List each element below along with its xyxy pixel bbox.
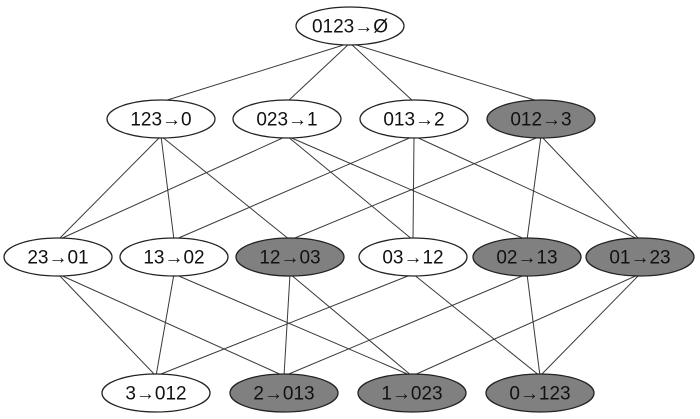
- node-label: 0→123: [509, 384, 570, 405]
- edge-n23_01-n3_012: [57, 273, 157, 377]
- node-ellipse: [3, 237, 113, 277]
- edge-n0123_empty-n123_0: [160, 42, 351, 103]
- edge-n123_0-n13_02: [160, 135, 175, 241]
- node-n03_12: 03→12: [358, 237, 468, 277]
- node-label: 3→012: [125, 384, 186, 405]
- edge-n0123_empty-n013_2: [349, 42, 415, 103]
- edge-n013_2-n13_02: [173, 135, 415, 241]
- node-ellipse: [358, 237, 468, 277]
- node-ellipse: [101, 373, 211, 413]
- edge-n02_13-n2_013: [283, 273, 528, 377]
- node-ellipse: [359, 99, 469, 139]
- node-label: 123→0: [130, 110, 191, 131]
- node-label: 01→23: [609, 248, 670, 269]
- node-label: 0123→Ø: [312, 17, 388, 38]
- node-ellipse: [485, 373, 595, 413]
- node-label: 2→013: [253, 384, 314, 405]
- edge-n023_1-n03_12: [286, 135, 414, 241]
- node-ellipse: [357, 373, 467, 413]
- node-n02_13: 02→13: [472, 237, 582, 277]
- edge-n13_02-n1_023: [173, 273, 413, 377]
- node-label: 023→1: [256, 110, 317, 131]
- edge-n012_3-n01_23: [540, 135, 641, 241]
- node-n013_2: 013→2: [359, 99, 469, 139]
- edge-n12_03-n1_023: [289, 273, 413, 377]
- edge-n03_12-n3_012: [155, 273, 414, 377]
- edge-n0123_empty-n023_1: [286, 42, 351, 103]
- node-label: 03→12: [382, 248, 443, 269]
- edge-n012_3-n12_03: [289, 135, 542, 241]
- node-n123_0: 123→0: [106, 99, 216, 139]
- node-n01_23: 01→23: [585, 237, 695, 277]
- node-n3_012: 3→012: [101, 373, 211, 413]
- edge-n12_03-n2_013: [283, 273, 291, 377]
- node-n2_013: 2→013: [229, 373, 339, 413]
- node-label: 013→2: [383, 110, 444, 131]
- edge-n123_0-n23_01: [57, 135, 162, 241]
- node-ellipse: [229, 373, 339, 413]
- node-label: 012→3: [510, 110, 571, 131]
- node-label: 1→023: [381, 384, 442, 405]
- node-ellipse: [119, 237, 229, 277]
- node-label: 13→02: [143, 248, 204, 269]
- edge-n013_2-n01_23: [413, 135, 641, 241]
- edge-n0123_empty-n012_3: [349, 42, 542, 103]
- edge-n03_12-n0_123: [412, 273, 541, 377]
- node-n23_01: 23→01: [3, 237, 113, 277]
- node-ellipse: [486, 99, 596, 139]
- node-n1_023: 1→023: [357, 373, 467, 413]
- edge-n123_0-n12_03: [160, 135, 291, 241]
- node-ellipse: [585, 237, 695, 277]
- edge-n01_23-n0_123: [539, 273, 641, 377]
- node-layer: 0123→Ø 123→0 023→1 013→2 012→3 23→01 13→02 12→0…: [3, 6, 695, 413]
- node-n12_03: 12→03: [235, 237, 345, 277]
- node-n012_3: 012→3: [486, 99, 596, 139]
- edge-n023_1-n02_13: [286, 135, 528, 241]
- edge-n012_3-n02_13: [526, 135, 542, 241]
- node-ellipse: [295, 6, 405, 46]
- node-ellipse: [232, 99, 342, 139]
- node-n0123_empty: 0123→Ø: [295, 6, 405, 46]
- node-label: 12→03: [259, 248, 320, 269]
- edge-layer: [57, 42, 641, 377]
- edge-n13_02-n3_012: [155, 273, 175, 377]
- edge-n01_23-n1_023: [411, 273, 641, 377]
- edge-n023_1-n23_01: [57, 135, 288, 241]
- node-label: 23→01: [27, 248, 88, 269]
- node-n023_1: 023→1: [232, 99, 342, 139]
- node-ellipse: [472, 237, 582, 277]
- edge-n013_2-n03_12: [412, 135, 415, 241]
- node-label: 02→13: [496, 248, 557, 269]
- node-n0_123: 0→123: [485, 373, 595, 413]
- edge-n23_01-n2_013: [57, 273, 285, 377]
- edge-n02_13-n0_123: [526, 273, 541, 377]
- node-ellipse: [235, 237, 345, 277]
- node-ellipse: [106, 99, 216, 139]
- node-n13_02: 13→02: [119, 237, 229, 277]
